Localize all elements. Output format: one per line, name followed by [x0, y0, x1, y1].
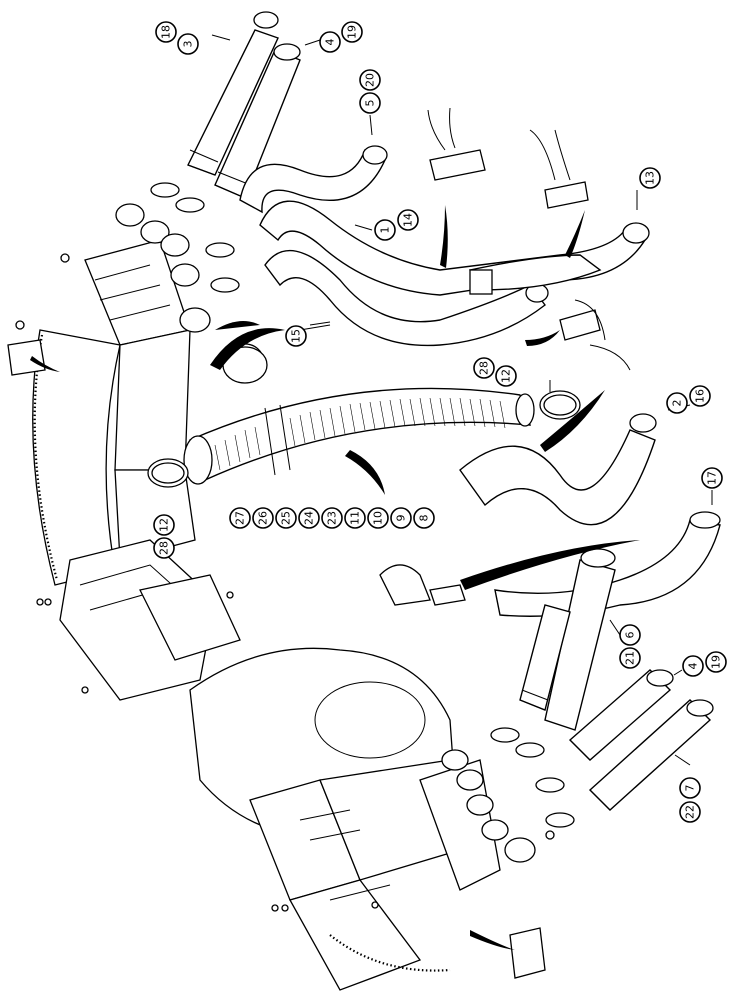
callout-9: 9	[390, 507, 412, 529]
callout-7: 7	[679, 777, 701, 799]
svg-text:22: 22	[684, 805, 697, 819]
callout-4-upper: 4	[319, 31, 341, 53]
svg-text:20: 20	[364, 73, 377, 87]
svg-text:23: 23	[326, 511, 339, 525]
svg-text:6: 6	[624, 632, 637, 639]
svg-text:12: 12	[500, 369, 513, 383]
pointer-arrows	[30, 205, 640, 950]
svg-text:18: 18	[160, 25, 173, 39]
svg-text:19: 19	[346, 25, 359, 39]
svg-text:10: 10	[372, 511, 385, 525]
callout-20: 20	[359, 69, 381, 91]
flex-hose-clamps	[147, 346, 581, 488]
svg-text:3: 3	[182, 41, 195, 48]
svg-text:13: 13	[644, 171, 657, 185]
callout-12-left: 12	[153, 514, 175, 536]
callout-27: 27	[229, 507, 251, 529]
callout-21: 21	[619, 647, 641, 669]
upper-hoses	[187, 11, 650, 347]
callout-3: 3	[177, 33, 199, 55]
svg-text:28: 28	[478, 361, 491, 375]
callout-12-right: 12	[495, 365, 517, 387]
lower-outlet-collars	[441, 727, 575, 863]
callout-17: 17	[701, 467, 723, 489]
callout-15: 15	[285, 325, 307, 347]
callout-18: 18	[155, 21, 177, 43]
svg-text:9: 9	[395, 515, 408, 522]
callout-22: 22	[679, 801, 701, 823]
callout-23: 23	[321, 507, 343, 529]
svg-text:12: 12	[158, 518, 171, 532]
callout-19-upper: 19	[341, 21, 363, 43]
svg-text:25: 25	[280, 511, 293, 525]
svg-text:2: 2	[671, 400, 684, 407]
svg-text:28: 28	[158, 541, 171, 555]
svg-text:8: 8	[418, 515, 431, 522]
svg-text:24: 24	[303, 511, 316, 525]
callout-6: 6	[619, 624, 641, 646]
svg-text:4: 4	[687, 663, 700, 670]
svg-text:19: 19	[710, 655, 723, 669]
callout-labels: 18 3 4 19 5 20 1 14 13 15 28 12 2 16 17 …	[153, 21, 727, 823]
svg-text:27: 27	[234, 511, 247, 525]
callout-13: 13	[639, 167, 661, 189]
svg-text:4: 4	[324, 39, 337, 46]
callout-28-left: 28	[153, 537, 175, 559]
callout-5: 5	[359, 92, 381, 114]
mounting-brackets	[7, 107, 631, 979]
callout-8: 8	[413, 507, 435, 529]
svg-text:16: 16	[694, 389, 707, 403]
callout-2: 2	[666, 392, 688, 414]
callout-28-right: 28	[473, 357, 495, 379]
callout-4-lower: 4	[682, 655, 704, 677]
callout-1: 1	[374, 219, 396, 241]
callout-16: 16	[689, 385, 711, 407]
svg-text:11: 11	[349, 511, 362, 525]
callout-11: 11	[344, 507, 366, 529]
svg-text:5: 5	[364, 100, 377, 107]
plenum-duct-assembly	[32, 239, 501, 991]
svg-text:14: 14	[402, 213, 415, 227]
callout-14: 14	[397, 209, 419, 231]
flex-hose	[183, 387, 535, 485]
callout-24: 24	[298, 507, 320, 529]
svg-text:1: 1	[379, 227, 392, 234]
svg-text:21: 21	[624, 651, 637, 665]
callout-19-lower: 19	[705, 651, 727, 673]
svg-text:26: 26	[257, 511, 270, 525]
callout-26: 26	[252, 507, 274, 529]
callout-10: 10	[367, 507, 389, 529]
svg-text:17: 17	[706, 471, 719, 485]
lower-hoses	[459, 413, 721, 811]
svg-text:15: 15	[290, 329, 303, 343]
svg-text:7: 7	[684, 785, 697, 792]
callout-25: 25	[275, 507, 297, 529]
